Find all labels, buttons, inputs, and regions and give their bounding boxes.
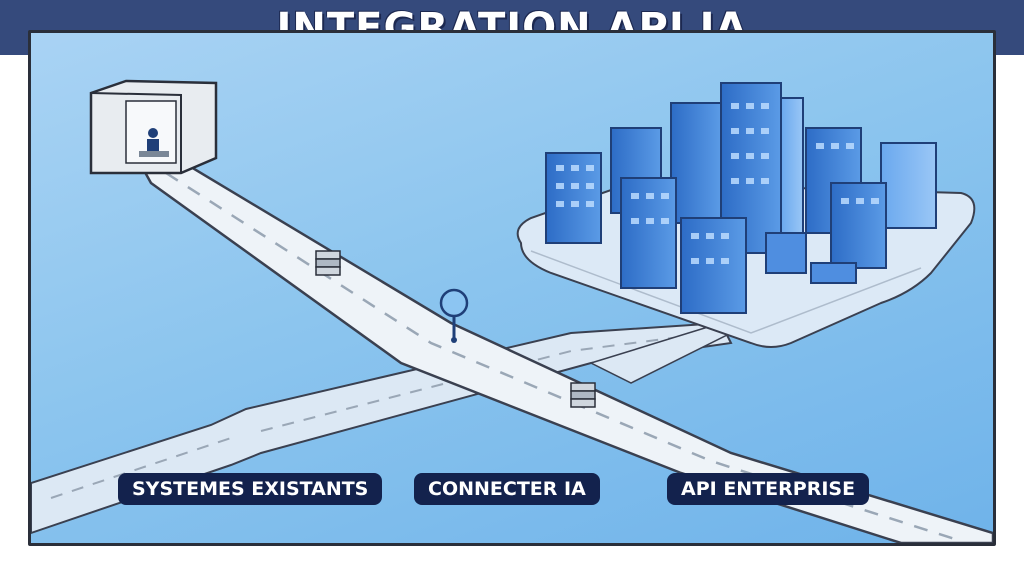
label-systemes-existants: SYSTEMES EXISTANTS [118,473,382,505]
label-api-enterprise: API ENTERPRISE [667,473,869,505]
illustration-scene [28,30,996,546]
label-connecter-ia: CONNECTER IA [414,473,600,505]
integration-illustration [31,33,993,543]
legacy-office-icon [91,81,216,173]
